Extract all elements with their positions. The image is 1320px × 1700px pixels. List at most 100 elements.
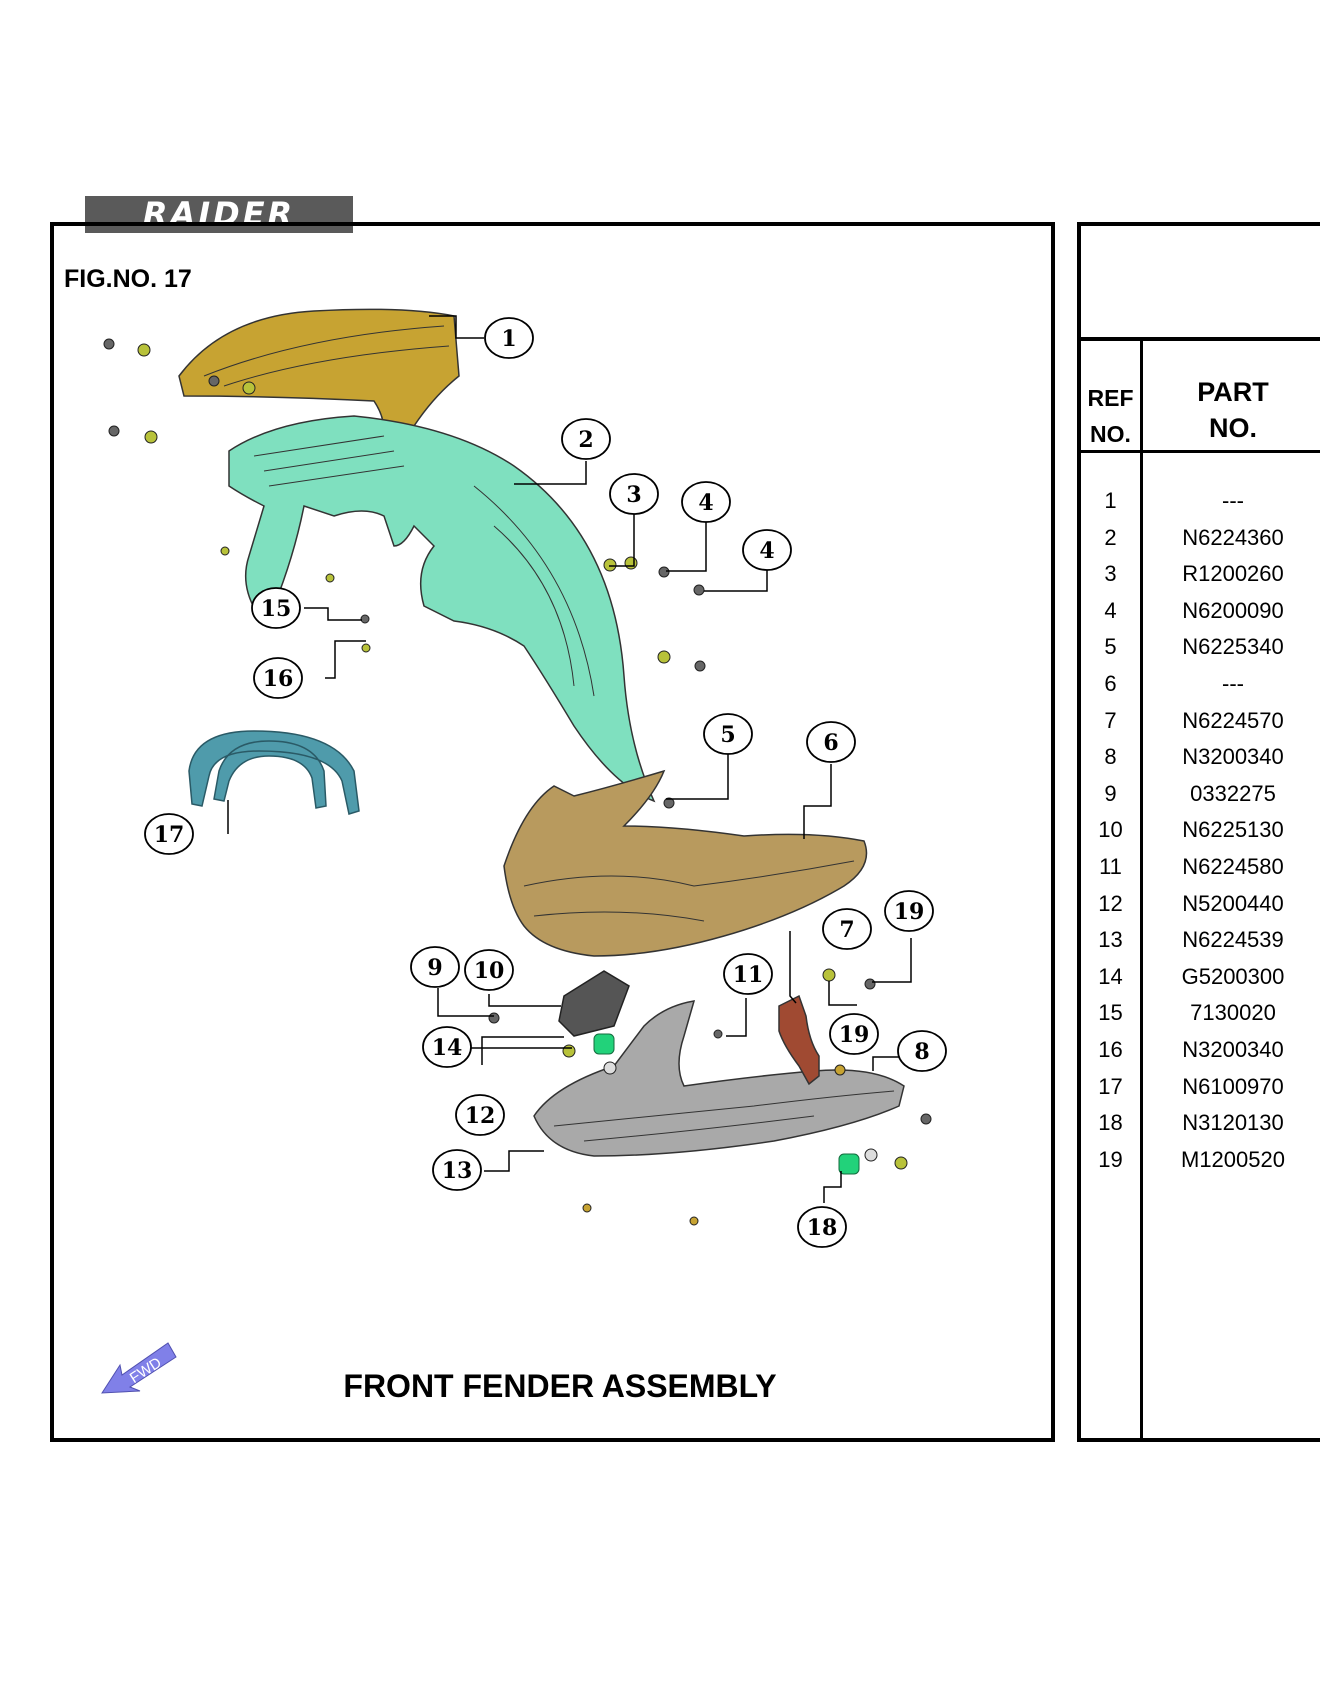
part-header-line2: NO. <box>1208 413 1257 443</box>
figure-number: FIG.NO. 17 <box>64 265 192 293</box>
callout-8: 8 <box>914 1039 929 1065</box>
ref-cell: 1 <box>1104 488 1117 513</box>
parts-table-frame <box>1077 222 1320 1442</box>
ref-cell: 6 <box>1104 670 1117 696</box>
callout-4b: 4 <box>759 538 774 564</box>
logo-text: RAIDER <box>143 196 295 233</box>
table-row: 10 N6225130 <box>1081 817 1320 854</box>
part-cell: N3200340 <box>1182 744 1284 770</box>
callout-9: 9 <box>427 955 442 981</box>
damper-18 <box>838 1153 860 1175</box>
ref-cell: 3 <box>1104 561 1117 587</box>
callout-19a: 19 <box>894 899 925 925</box>
part-cell: N6225130 <box>1182 817 1284 843</box>
part-header-line1: PART <box>1197 377 1269 407</box>
ref-cell: 14 <box>1098 963 1123 989</box>
table-row: 11 N6224580 <box>1081 854 1320 891</box>
callout-5: 5 <box>720 722 735 748</box>
callout-13: 13 <box>442 1158 473 1184</box>
assembly-title: FRONT FENDER ASSEMBLY <box>343 1368 777 1404</box>
lower-cover-part <box>503 769 868 957</box>
table-row: 1 --- <box>1081 488 1320 525</box>
damper-14 <box>593 1033 615 1055</box>
part-cell: G5200300 <box>1181 963 1285 989</box>
diagram-frame <box>50 222 1055 1442</box>
ref-cell: 8 <box>1104 744 1117 770</box>
part-cell: N6224360 <box>1182 524 1284 550</box>
raider-logo: RAIDER <box>85 196 353 233</box>
part-cell: N5200440 <box>1182 890 1284 916</box>
table-row: 5 N6225340 <box>1081 634 1320 671</box>
leader-lines <box>227 315 912 1203</box>
part-cell: N6200090 <box>1182 597 1284 623</box>
callout-17: 17 <box>154 822 185 848</box>
ref-header-line1: REF <box>1087 385 1134 411</box>
fwd-arrow-icon: FWD <box>101 1342 177 1394</box>
exploded-view-diagram: 1 2 3 4 4 5 6 7 8 9 10 11 12 13 14 15 16… <box>103 308 947 1248</box>
table-row: 8 N3200340 <box>1081 744 1320 781</box>
part-cell: N6100970 <box>1182 1073 1284 1099</box>
callout-15: 15 <box>261 596 292 622</box>
part-cell: 0332275 <box>1190 780 1276 806</box>
table-row: 6 --- <box>1081 671 1320 708</box>
callout-10: 10 <box>474 958 505 984</box>
ref-cell: 2 <box>1104 524 1117 550</box>
table-divider <box>1077 450 1320 453</box>
part-cell: N6225340 <box>1182 634 1284 660</box>
callout-1: 1 <box>501 326 516 352</box>
part-cell: R1200260 <box>1182 561 1284 587</box>
ref-cell: 9 <box>1104 780 1117 806</box>
callout-14: 14 <box>432 1035 463 1061</box>
part-cell: N6224539 <box>1182 927 1284 953</box>
part-no-header: PART NO. <box>1143 374 1320 446</box>
callout-6: 6 <box>823 730 838 756</box>
ref-cell: 19 <box>1098 1146 1123 1172</box>
table-row: 12 N5200440 <box>1081 891 1320 928</box>
callout-19b: 19 <box>839 1022 870 1048</box>
table-column-divider <box>1140 337 1143 1442</box>
ref-header-line2: NO. <box>1090 421 1131 447</box>
table-row: 7 N6224570 <box>1081 708 1320 745</box>
table-divider <box>1077 337 1320 341</box>
bracket-part <box>778 994 820 1086</box>
ref-cell: 18 <box>1098 1110 1123 1136</box>
table-row: 13 N6224539 <box>1081 927 1320 964</box>
ref-no-header: REF NO. <box>1081 380 1140 452</box>
part-cell: M1200520 <box>1181 1146 1285 1172</box>
callout-18: 18 <box>807 1215 838 1241</box>
callout-2: 2 <box>578 427 593 453</box>
table-row: 19 M1200520 <box>1081 1147 1320 1184</box>
callout-4a: 4 <box>698 490 713 516</box>
ref-cell: 7 <box>1104 707 1117 733</box>
ref-cell: 13 <box>1098 927 1123 953</box>
callout-7: 7 <box>839 917 854 943</box>
table-row: 9 0332275 <box>1081 781 1320 818</box>
part-cell: N6224570 <box>1182 707 1284 733</box>
part-cell: 7130020 <box>1190 1000 1276 1026</box>
table-row: 3 R1200260 <box>1081 561 1320 598</box>
callout-3: 3 <box>626 482 641 508</box>
callout-16: 16 <box>263 666 294 692</box>
ref-cell: 11 <box>1099 853 1122 879</box>
ref-cell: 4 <box>1104 597 1117 623</box>
part-cell: --- <box>1222 670 1244 696</box>
table-row: 2 N6224360 <box>1081 525 1320 562</box>
part-cell: N3200340 <box>1182 1036 1284 1062</box>
brace-part <box>188 730 360 815</box>
grille-part <box>558 970 630 1037</box>
ref-cell: 10 <box>1098 817 1123 843</box>
callout-labels: 1 2 3 4 4 5 6 7 8 9 10 11 12 13 14 15 16… <box>154 326 930 1241</box>
part-cell: N6224580 <box>1182 853 1284 879</box>
ref-cell: 5 <box>1104 634 1117 660</box>
ref-cell: 16 <box>1098 1036 1123 1062</box>
fender-cover-part <box>178 308 460 432</box>
table-row: 14 G5200300 <box>1081 964 1320 1001</box>
callouts <box>144 317 947 1248</box>
callout-12: 12 <box>465 1103 496 1129</box>
part-cell: --- <box>1222 488 1244 513</box>
ref-cell: 12 <box>1098 890 1123 916</box>
